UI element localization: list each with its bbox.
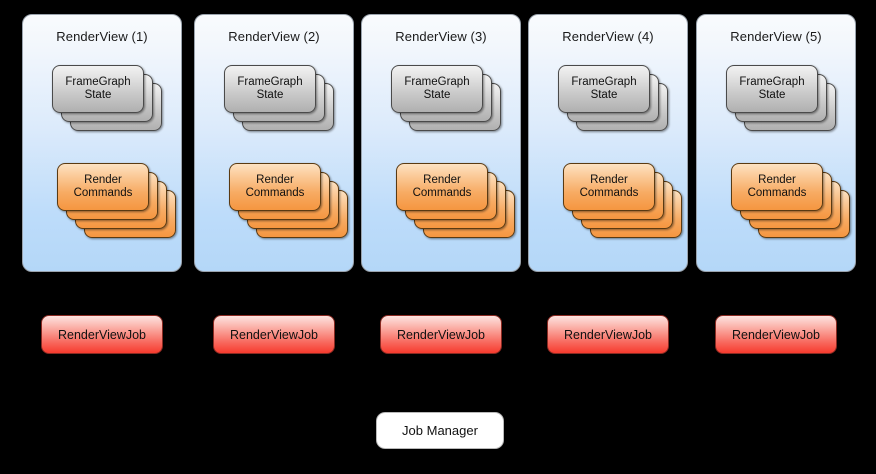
framegraph-label-line2: State xyxy=(256,89,284,101)
framegraph-label-line2: State xyxy=(84,89,112,101)
framegraph-label-line1: FrameGraph xyxy=(237,75,303,88)
framegraph-label-line2: State xyxy=(590,89,618,101)
renderview-job-button-5[interactable]: RenderViewJob xyxy=(715,315,837,354)
renderview-title: RenderView (4) xyxy=(562,29,654,44)
render-commands-label-line1: Render xyxy=(758,173,796,186)
renderview-job-button-4[interactable]: RenderViewJob xyxy=(547,315,669,354)
render-commands-label-line1: Render xyxy=(84,173,122,186)
framegraph-label-line1: FrameGraph xyxy=(571,75,637,88)
renderview-title: RenderView (2) xyxy=(228,29,320,44)
framegraph-label-line1: FrameGraph xyxy=(739,75,805,88)
render-commands-label-line2: Commands xyxy=(73,187,133,199)
render-commands-label-line2: Commands xyxy=(412,187,472,199)
render-commands-label-line1: Render xyxy=(256,173,294,186)
renderview-title: RenderView (3) xyxy=(395,29,487,44)
framegraph-label-line2: State xyxy=(423,89,451,101)
render-commands-label-line2: Commands xyxy=(579,187,639,199)
render-commands-label-line1: Render xyxy=(590,173,628,186)
renderview-title: RenderView (5) xyxy=(730,29,822,44)
renderview-title: RenderView (1) xyxy=(56,29,148,44)
render-commands-label-line2: Commands xyxy=(245,187,305,199)
framegraph-label-line2: State xyxy=(758,89,786,101)
renderview-job-button-2[interactable]: RenderViewJob xyxy=(213,315,335,354)
job-manager-box[interactable]: Job Manager xyxy=(376,412,504,449)
render-commands-label-line2: Commands xyxy=(747,187,807,199)
renderview-job-button-1[interactable]: RenderViewJob xyxy=(41,315,163,354)
render-commands-label-line1: Render xyxy=(423,173,461,186)
framegraph-label-line1: FrameGraph xyxy=(404,75,470,88)
framegraph-label-line1: FrameGraph xyxy=(65,75,131,88)
renderview-job-button-3[interactable]: RenderViewJob xyxy=(380,315,502,354)
